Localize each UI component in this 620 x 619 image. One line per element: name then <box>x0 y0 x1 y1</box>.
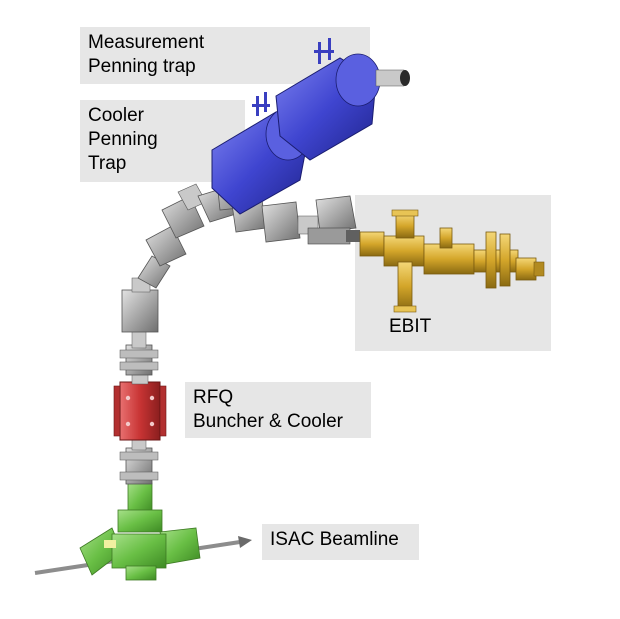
horizontal-beamline <box>231 195 360 245</box>
measurement-penning-trap <box>275 38 410 161</box>
isac-junction <box>79 482 201 581</box>
rfq-buncher-cooler <box>113 371 167 441</box>
cooler-label-line1: Cooler <box>88 105 144 126</box>
measurement-label-line2: Penning trap <box>88 56 196 77</box>
beamline-arrow-icon <box>238 536 252 548</box>
rfq-label-line2: Buncher & Cooler <box>193 411 343 432</box>
ebit-label: EBIT <box>389 316 432 337</box>
rfq-label-line1: RFQ <box>193 387 234 408</box>
rfq-buncher-cooler-label: RFQ Buncher & Cooler <box>185 382 371 438</box>
measurement-label-line1: Measurement <box>88 32 205 53</box>
lower-beamline <box>119 435 159 485</box>
isac-label: ISAC Beamline <box>270 529 399 550</box>
upper-vertical-beamline <box>119 277 159 376</box>
cooler-label-line3: Trap <box>88 153 127 174</box>
measurement-penning-trap-label: Measurement Penning trap <box>80 27 370 84</box>
cooler-label-line2: Penning <box>88 129 158 150</box>
ebit-apparatus <box>359 209 545 313</box>
isac-beamline-label: ISAC Beamline <box>262 524 419 560</box>
